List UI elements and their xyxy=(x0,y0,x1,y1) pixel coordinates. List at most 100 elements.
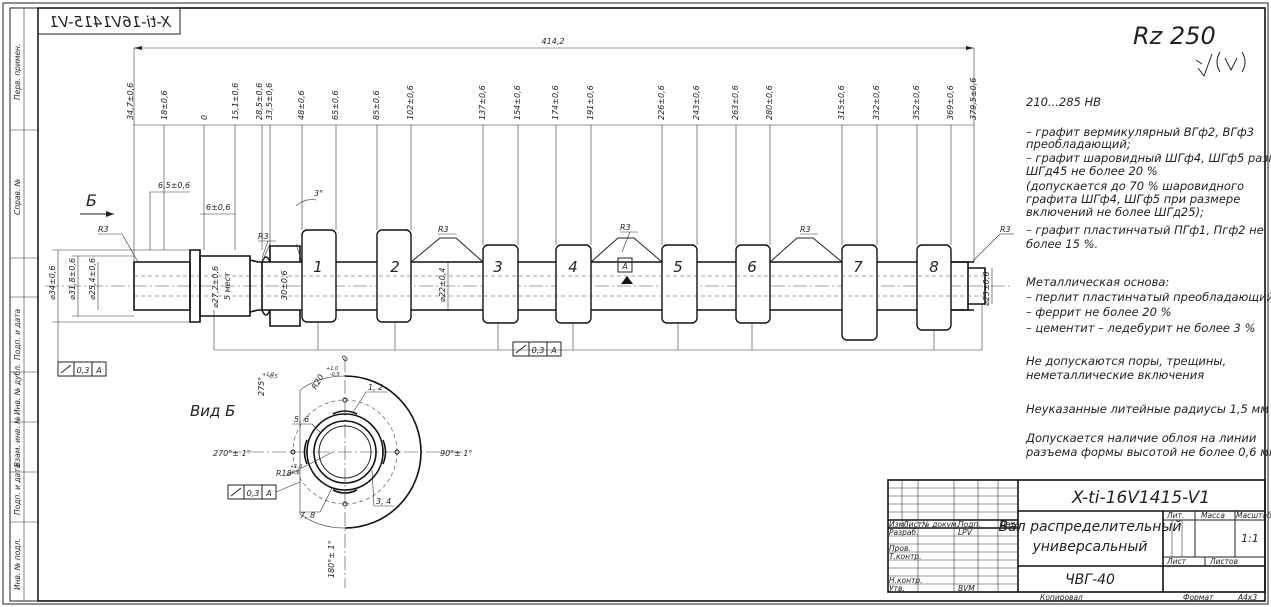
dim-6: 6±0,6 xyxy=(206,203,231,212)
tolerance-value: 0,3 xyxy=(532,346,545,355)
dim-holes: 5 мест xyxy=(223,272,232,300)
tb-nkontr: Н.контр. xyxy=(889,576,923,585)
angle-90: 90°± 1° xyxy=(440,449,473,458)
note-line: преобладающий; xyxy=(1026,137,1131,151)
angle-0: 0 xyxy=(340,354,350,363)
tb-copied: Копировал xyxy=(1040,593,1083,602)
note-line: – графит шаровидный ШГф4, ШГф5 размером xyxy=(1026,151,1271,165)
overall-dimension: 414,2 xyxy=(134,37,974,50)
cam-number: 7 xyxy=(853,258,863,276)
tb-header-sign: Подп. xyxy=(958,520,981,529)
tb-utv: Утв. xyxy=(889,584,905,593)
note-line: – графит пластинчатый ПГф1, Пгф2 не xyxy=(1026,223,1264,237)
radius-18: R18 xyxy=(276,469,292,478)
note-line: Металлическая основа: xyxy=(1026,275,1169,289)
radius-label: R3 xyxy=(1000,225,1011,234)
station-label: 369±0,6 xyxy=(946,85,955,120)
side-label-sign-date-1: Подп. и дата xyxy=(13,309,22,360)
dim-d34: ⌀34±0,6 xyxy=(48,266,57,300)
tb-scale: Масштаб xyxy=(1236,511,1271,520)
station-label: 85±0,6 xyxy=(372,90,381,120)
station-label: 18±0,6 xyxy=(160,90,169,120)
tb-razrab-name: LPV xyxy=(958,528,973,537)
tb-material: ЧВГ-40 xyxy=(1065,572,1115,588)
side-label-ref-no: Справ. № xyxy=(13,178,22,215)
dim-d31: ⌀31,8±0,6 xyxy=(68,258,77,300)
runout-tolerance: 0,3 A xyxy=(213,304,983,357)
cam-number: 3 xyxy=(493,258,503,276)
tb-code: X-ti-16V1415-V1 xyxy=(1071,488,1210,508)
radius-label: R3 xyxy=(438,225,449,234)
cam-numbers: 1 2 3 4 5 6 7 8 xyxy=(313,258,939,276)
side-label-sign-date-2: Подп. и дата xyxy=(13,464,22,515)
tb-mass: Масса xyxy=(1201,511,1225,520)
top-code: X-ti-16V1415-V1 xyxy=(49,13,172,31)
tb-header-doc: № докум. xyxy=(921,520,959,529)
cam-number: 1 xyxy=(313,258,323,276)
tol-20-lower: -0,5 xyxy=(330,372,340,378)
tb-tkontr: Т.контр. xyxy=(889,552,922,561)
diameter-dimensions: ⌀34±0,6 ⌀31,8±0,6 ⌀25,4±0,6 ⌀27,2±0,6 5 … xyxy=(48,249,993,323)
dim-angle: 3° xyxy=(314,189,323,198)
tol-20-upper: +1,0 xyxy=(326,366,338,372)
tb-utv-name: BVM xyxy=(958,584,975,593)
cam-number: 2 xyxy=(390,258,400,276)
station-label: 191±0,6 xyxy=(586,85,595,120)
total-length: 414,2 xyxy=(542,37,565,46)
cam-label-78: 7, 8 xyxy=(300,511,315,520)
side-label-repl-inv: Взам. инв. № xyxy=(13,416,22,467)
view-b: Вид Б 0 90°± 1° 180°± 1° 270°± 1° 275° +… xyxy=(190,354,473,588)
station-dimensions: 34,7±0,6 18±0,6 0 15,1±0,6 28,5±0,6 33,5… xyxy=(126,48,978,262)
station-label: 280±0,6 xyxy=(765,85,774,120)
roughness-value: Rz 250 xyxy=(1133,22,1216,50)
tb-prov: Пров. xyxy=(889,544,911,553)
cam-number: 8 xyxy=(929,258,939,276)
roughness-mark: Rz 250 xyxy=(1133,22,1246,78)
cam-number: 6 xyxy=(747,258,757,276)
camshaft-profile: A xyxy=(133,229,986,341)
tb-header-date: Дата xyxy=(999,520,1020,529)
note-line: более 15 %. xyxy=(1026,237,1098,251)
dim-d25: ⌀25,4±0,6 xyxy=(88,258,97,300)
side-label-dup-inv: Инв. № дубл. xyxy=(13,364,22,415)
dim-d27: ⌀27,2±0,6 xyxy=(211,266,220,308)
dim-30: 30±0,6 xyxy=(280,270,289,300)
note-line: – цементит – ледебурит не более 3 % xyxy=(1026,321,1255,335)
note-line: – феррит не более 20 % xyxy=(1026,305,1172,319)
station-label: 65±0,6 xyxy=(331,90,340,120)
note-line: 210...285 HB xyxy=(1026,95,1101,109)
side-label-orig-inv: Инв. № подл. xyxy=(13,538,22,590)
note-line: графита ШГф4, ШГф5 при размере xyxy=(1026,192,1240,206)
small-dimensions: 6,5±0,6 6±0,6 3° Б xyxy=(80,181,323,250)
radius-label: R3 xyxy=(258,232,269,241)
tol-18-upper: +1,0 xyxy=(290,464,302,470)
note-line: неметаллические включения xyxy=(1026,368,1204,382)
tolerance-datum: A xyxy=(95,366,101,375)
station-label: 174±0,6 xyxy=(551,85,560,120)
left-runout-tolerance: 0,3 A xyxy=(57,322,107,377)
tb-header-izm: Изм. xyxy=(889,520,907,529)
angle-275: 275° xyxy=(257,377,266,396)
tolerance-datum: A xyxy=(550,346,556,355)
title-block: Изм. Лист № докум. Подп. Дата Разраб. LP… xyxy=(887,479,1271,602)
radius-label: R3 xyxy=(98,225,109,234)
tb-name-line2: универсальный xyxy=(1031,539,1147,555)
top-code-box: X-ti-16V1415-V1 xyxy=(37,7,181,35)
tolerance-value: 0,3 xyxy=(77,366,90,375)
tol-275-lower: -0,5 xyxy=(268,374,278,380)
tb-format-value: A4x3 xyxy=(1237,593,1257,602)
station-label: 33,5±0,6 xyxy=(265,83,274,120)
station-label: 0 xyxy=(200,115,209,120)
tb-name-line1: Вал распределительный xyxy=(998,519,1181,535)
station-label: 102±0,6 xyxy=(406,85,415,120)
view-title: Вид Б xyxy=(190,402,235,420)
station-label: 243±0,6 xyxy=(692,85,701,120)
station-label: 34,7±0,6 xyxy=(126,83,135,120)
station-label: 226±0,6 xyxy=(657,85,666,120)
dim-d22: ⌀22±0,4 xyxy=(438,268,447,302)
note-line: ШГд45 не более 20 % xyxy=(1026,164,1158,178)
cam-label-12: 1, 2 xyxy=(368,383,383,392)
tb-sheet: Лист xyxy=(1166,557,1187,566)
side-label-first-use: Перв. примен. xyxy=(13,44,22,100)
